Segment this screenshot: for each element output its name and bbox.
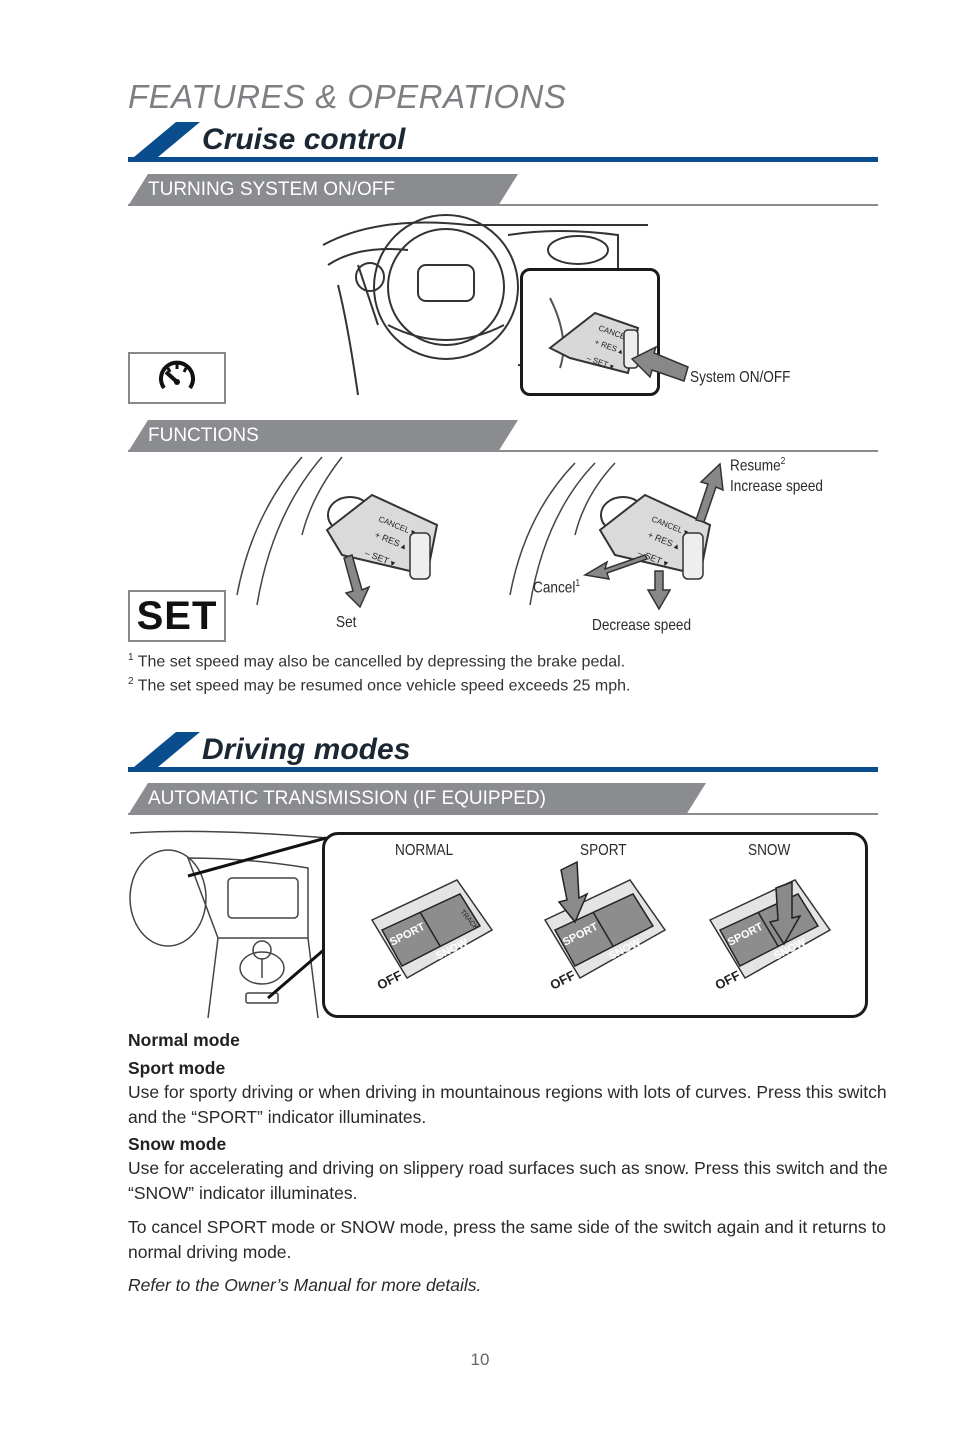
cruise-lever-illustration: CANCEL ▾ + RES ▴ – SET ▾: [548, 297, 640, 375]
mode-label-sport: SPORT: [580, 842, 627, 859]
set-icon: SET: [136, 594, 218, 638]
turning-system-subheader: TURNING SYSTEM ON/OFF: [128, 174, 878, 206]
driving-modes-title-bar: Driving modes: [128, 732, 878, 772]
snow-mode-heading: Snow mode: [128, 1132, 888, 1157]
sport-mode-heading: Sport mode: [128, 1056, 888, 1081]
set-lever-illustration: CANCEL ▾ + RES ▴ – SET ▾: [236, 456, 439, 609]
cancel-text: Cancel: [533, 579, 576, 597]
svg-text:OFF: OFF: [548, 967, 578, 992]
speedometer-icon: [159, 360, 195, 390]
cancel-label: Cancel1: [533, 578, 580, 597]
automatic-transmission-label: AUTOMATIC TRANSMISSION (IF EQUIPPED): [148, 788, 546, 809]
functions-lever-illustration: CANCEL ▾ + RES ▴ – SET ▾: [509, 462, 712, 611]
resume-arrow: [695, 462, 724, 523]
mode-label-snow: SNOW: [748, 842, 791, 859]
cancel-footnote-marker: 1: [575, 578, 581, 589]
set-icon-box: SET: [128, 590, 226, 642]
sport-mode-description: Use for sporty driving or when driving i…: [128, 1082, 887, 1127]
footnote-1-text: The set speed may also be cancelled by d…: [137, 653, 626, 671]
increase-speed-label: Increase speed: [730, 478, 823, 495]
normal-mode-heading-text: Normal mode: [128, 1030, 240, 1050]
system-onoff-label: System ON/OFF: [690, 369, 791, 386]
resume-text: Resume: [730, 457, 781, 475]
snow-mode-description: Use for accelerating and driving on slip…: [128, 1158, 888, 1203]
footnote-2: 2 The set speed may be resumed once vehi…: [128, 676, 888, 695]
svg-text:OFF: OFF: [713, 967, 743, 992]
decrease-speed-label: Decrease speed: [592, 617, 692, 634]
mode-switch-normal: SPORT SNOW OFF TRACK: [370, 879, 494, 993]
cruise-control-title-bar: Cruise control: [128, 122, 878, 162]
normal-mode-heading: Normal mode: [128, 1028, 888, 1053]
footnote-1-number: 1: [128, 652, 134, 663]
mode-label-normal: NORMAL: [395, 842, 454, 859]
turning-system-label: TURNING SYSTEM ON/OFF: [148, 179, 395, 200]
footnote-1: 1 The set speed may also be cancelled by…: [128, 652, 888, 671]
functions-label: FUNCTIONS: [148, 425, 259, 446]
resume-label: Resume2: [730, 456, 785, 475]
console-illustration: [129, 830, 328, 1018]
resume-footnote-marker: 2: [780, 456, 786, 467]
section-header: FEATURES & OPERATIONS: [128, 78, 567, 115]
mode-switch-snow: SPORT SNOW OFF: [708, 879, 832, 993]
footnote-2-number: 2: [128, 676, 134, 687]
snow-mode-heading-text: Snow mode: [128, 1134, 227, 1154]
cancel-mode-description: To cancel SPORT mode or SNOW mode, press…: [128, 1217, 887, 1262]
cruise-control-title: Cruise control: [202, 123, 406, 156]
refer-to-manual: Refer to the Owner’s Manual for more det…: [128, 1275, 482, 1295]
system-onoff-arrow: [630, 345, 689, 382]
footnote-2-text: The set speed may be resumed once vehicl…: [137, 677, 631, 695]
page-number: 10: [470, 1350, 490, 1369]
automatic-transmission-subheader: AUTOMATIC TRANSMISSION (IF EQUIPPED): [128, 783, 878, 815]
sport-mode-heading-text: Sport mode: [128, 1058, 226, 1078]
functions-subheader: FUNCTIONS: [128, 420, 878, 452]
svg-text:OFF: OFF: [375, 967, 405, 992]
cruise-control-icon-box: [128, 352, 226, 404]
mode-switch-sport: SPORT SNOW OFF: [543, 860, 667, 993]
set-label: Set: [336, 614, 357, 631]
driving-modes-title: Driving modes: [202, 733, 411, 766]
